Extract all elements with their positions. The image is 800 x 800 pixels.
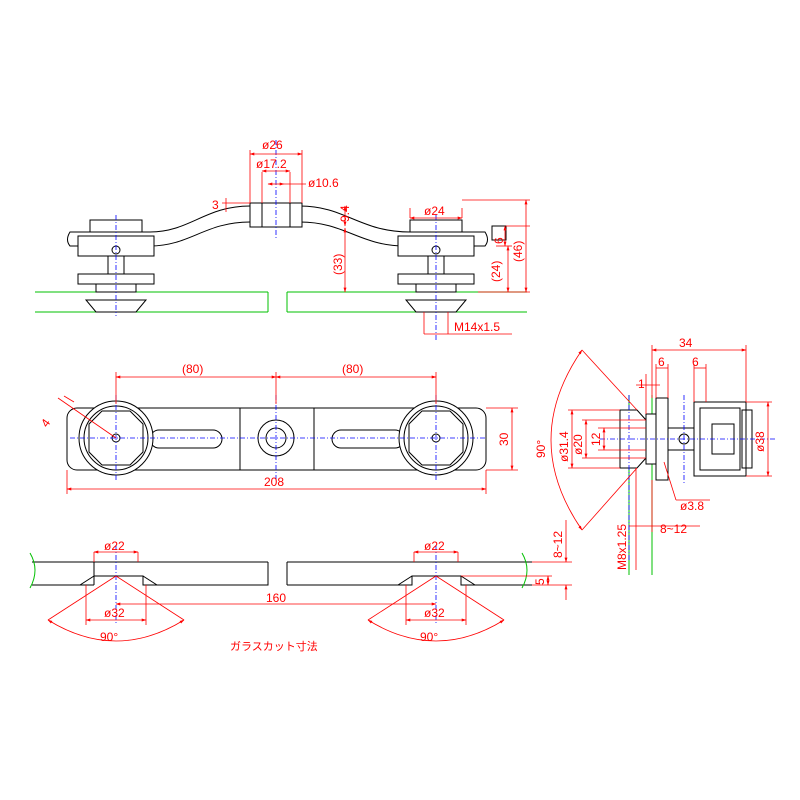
plan-view: (80) (80) 208 30 4 [38, 362, 518, 494]
dim-46: (46) [511, 241, 525, 262]
dim-d22-right: ø22 [424, 539, 445, 553]
adjust-slot-left [149, 429, 223, 449]
dim-33: (33) [331, 254, 345, 275]
glass-panel-left-side [35, 291, 269, 313]
angle-90-fitting: 90° [534, 440, 548, 458]
angle-90-left: 90° [100, 630, 118, 644]
glass-left-cut [29, 552, 269, 589]
glass-right-cut [286, 552, 532, 589]
dim-d31-4: ø31.4 [557, 431, 571, 462]
dim-160: 160 [266, 591, 286, 605]
dim-24: (24) [489, 261, 503, 282]
dim-d32-right: ø32 [424, 606, 445, 620]
dim-d3-8: ø3.8 [680, 499, 704, 513]
dim-d20: ø20 [571, 434, 585, 455]
dim-1: 1 [638, 377, 645, 391]
dim-d10-6: ø10.6 [308, 176, 339, 190]
dim-d22-left: ø22 [104, 539, 125, 553]
dim-6b: 6 [692, 355, 699, 369]
bracket-plate-plan [66, 407, 487, 471]
dim-80-right: (80) [342, 362, 363, 376]
glass-panel-right-side [286, 291, 527, 313]
thread-m8: M8x1.25 [615, 524, 629, 570]
glass-cut-note: ガラスカット寸法 [230, 639, 318, 653]
dim-6a: 6 [658, 355, 665, 369]
angle-90-right: 90° [420, 630, 438, 644]
roller-assembly-right-side [397, 215, 475, 340]
dim-12: 12 [589, 432, 603, 446]
fitting-view: 34 6 6 1 90° ø31.4 ø20 12 [534, 336, 775, 575]
dim-5: 5 [533, 578, 547, 585]
dim-6: 6 [492, 237, 506, 244]
dim-4: 4 [38, 416, 53, 430]
thread-m14: M14x1.5 [454, 320, 500, 334]
dim-3: 3 [212, 198, 219, 212]
side-view: ø26 ø17.2 ø10.6 3 9.4 (33) ø24 6 (24) (4… [35, 138, 530, 340]
dim-d17-2: ø17.2 [256, 157, 287, 171]
dim-208: 208 [264, 475, 284, 489]
dim-9-4: 9.4 [338, 205, 352, 222]
glass-cut-view: ø22 ø22 160 ø32 ø32 90° 90° 8~12 5 [29, 520, 572, 653]
dim-8-12-fitting: 8~12 [660, 522, 687, 536]
dim-8-12-glass: 8~12 [551, 531, 565, 558]
dim-30: 30 [497, 432, 511, 446]
dim-34: 34 [679, 336, 693, 350]
dim-d38: ø38 [753, 431, 767, 452]
dim-80-left: (80) [182, 362, 203, 376]
adjust-slot-right [331, 429, 405, 449]
dim-d32-left: ø32 [104, 606, 125, 620]
roller-assembly-left-side [77, 215, 155, 316]
dim-d24: ø24 [424, 204, 445, 218]
dim-d26: ø26 [262, 138, 283, 152]
